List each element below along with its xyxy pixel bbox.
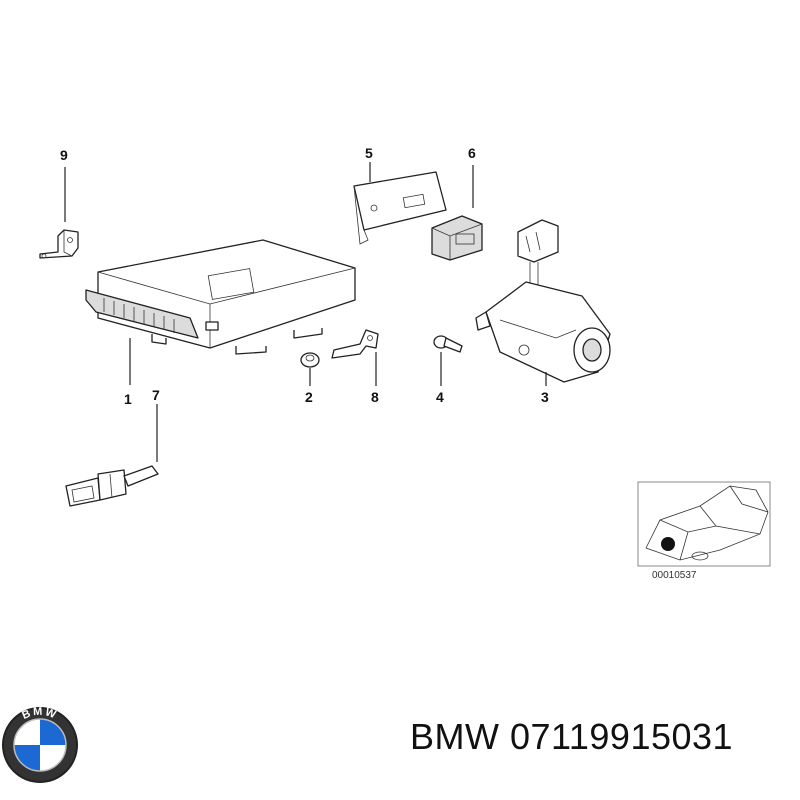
callout-7: 7 — [152, 387, 160, 403]
callout-2: 2 — [305, 389, 313, 405]
location-marker — [661, 537, 675, 551]
reference-code: 00010537 — [652, 570, 697, 581]
car-outline-icon — [645, 485, 769, 561]
part-4-screw — [433, 335, 463, 386]
svg-text:BMW: BMW — [20, 706, 59, 722]
callout-9: 9 — [60, 147, 68, 163]
bmw-logo-icon: BMW — [2, 706, 78, 783]
vehicle-location-inset: 00010537 — [637, 481, 771, 581]
part-1-control-unit — [85, 239, 356, 385]
callout-8: 8 — [371, 389, 379, 405]
callout-4: 4 — [436, 389, 444, 405]
part-9-bracket — [39, 167, 79, 259]
part-5-plate — [353, 162, 447, 245]
part-3-ignition-switch — [475, 219, 611, 386]
callout-5: 5 — [365, 145, 373, 161]
part-6-connector — [431, 165, 483, 261]
part-number-title: BMW 07119915031 — [410, 716, 734, 757]
callout-1: 1 — [124, 391, 132, 407]
callout-3: 3 — [541, 389, 549, 405]
logo-text: BMW — [20, 706, 57, 722]
callout-6: 6 — [468, 145, 476, 161]
part-8-bracket — [331, 329, 379, 386]
part-2-nut — [300, 352, 320, 386]
part-7-sensor — [65, 404, 159, 507]
